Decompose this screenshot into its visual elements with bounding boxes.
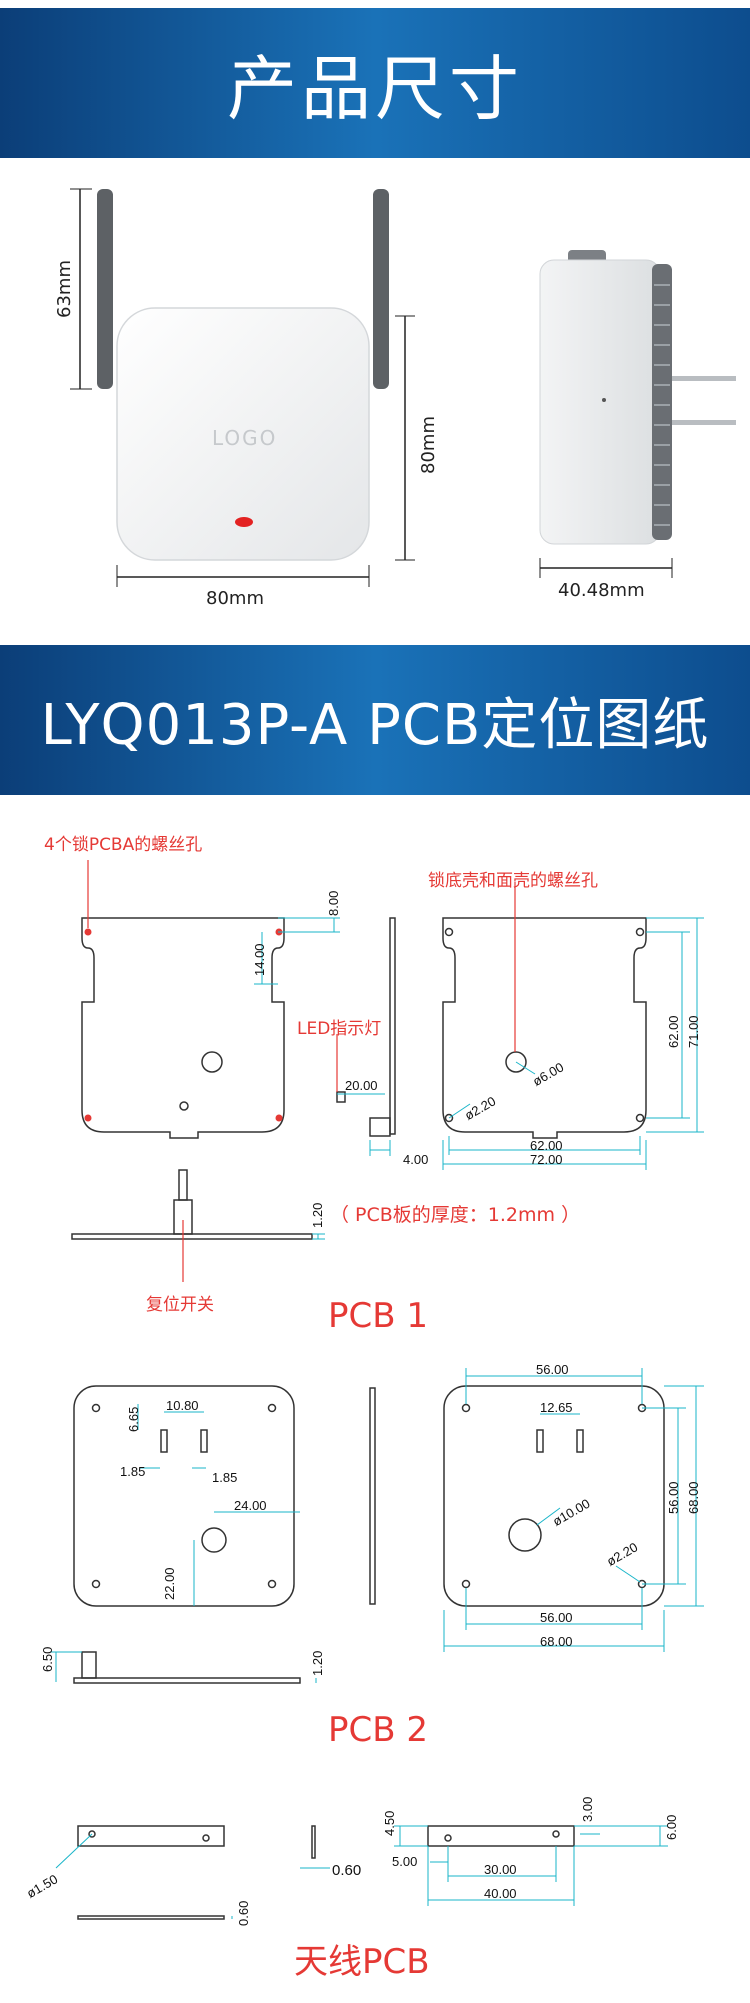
pcb2-side-profile bbox=[369, 1387, 376, 1605]
router-side-back bbox=[652, 264, 672, 540]
section-title-pcb: LYQ013P-A PCB定位图纸 bbox=[40, 692, 710, 758]
logo-text: LOGO bbox=[212, 426, 278, 450]
note-led-indicator: LED指示灯 bbox=[297, 1019, 382, 1039]
dim-40-00: 40.00 bbox=[484, 1886, 517, 1901]
dim-0-60-a: 0.60 bbox=[236, 1900, 251, 1926]
dim-6-00: 6.00 bbox=[664, 1814, 679, 1840]
antenna-pcb-edge-a bbox=[77, 1915, 225, 1920]
dim-5-00: 5.00 bbox=[392, 1854, 418, 1869]
pcb1-side-profile bbox=[389, 917, 396, 1135]
section-banner-dimensions: 产品尺寸 bbox=[0, 8, 750, 158]
antenna-right bbox=[373, 189, 389, 389]
pcb1-title: PCB 1 bbox=[328, 1296, 429, 1336]
dim-1-85-b: 1.85 bbox=[212, 1470, 238, 1485]
plug-pin-top bbox=[672, 376, 736, 381]
note-shell-screw-holes: 锁底壳和面壳的螺丝孔 bbox=[428, 871, 598, 891]
dim-72: 72.00 bbox=[530, 1152, 563, 1167]
dim-56-bottom: 56.00 bbox=[540, 1610, 573, 1625]
dim-12-65: 12.65 bbox=[540, 1400, 573, 1415]
note-pcba-screw-holes: 4个锁PCBA的螺丝孔 bbox=[44, 835, 203, 855]
dim-depth-label: 40.48mm bbox=[558, 580, 645, 601]
pcb2-title: PCB 2 bbox=[328, 1710, 429, 1750]
dim-62-h: 62.00 bbox=[530, 1138, 563, 1153]
pcb2-edge-view bbox=[73, 1677, 301, 1684]
dim-30-00: 30.00 bbox=[484, 1862, 517, 1877]
note-reset-switch: 复位开关 bbox=[146, 1295, 214, 1315]
pcb2-front-board bbox=[73, 1385, 295, 1607]
antenna-pcb-title: 天线PCB bbox=[294, 1942, 430, 1982]
dim-3-00: 3.00 bbox=[580, 1796, 595, 1822]
pcb1-back-board bbox=[442, 917, 647, 1139]
dim-4-50: 4.50 bbox=[382, 1810, 397, 1836]
dim-24: 24.00 bbox=[234, 1498, 267, 1513]
antenna-pcb-board-b bbox=[427, 1825, 575, 1847]
dim-4: 4.00 bbox=[403, 1152, 429, 1167]
section-banner-pcb: LYQ013P-A PCB定位图纸 bbox=[0, 645, 750, 795]
dim-10-80: 10.80 bbox=[166, 1398, 199, 1413]
dim-0-60-b: 0.60 bbox=[332, 1862, 362, 1879]
antenna-left bbox=[97, 189, 113, 389]
dim-1-85-a: 1.85 bbox=[120, 1464, 146, 1479]
pcb2-back-board bbox=[443, 1385, 665, 1607]
dim-width-label: 80mm bbox=[206, 588, 264, 609]
antenna-pcb-board-a bbox=[77, 1825, 225, 1847]
plug-pin-bottom bbox=[672, 420, 736, 425]
dim-68-bottom: 68.00 bbox=[540, 1634, 573, 1649]
antenna-pcb-thin-side bbox=[311, 1825, 316, 1859]
dim-20: 20.00 bbox=[345, 1078, 378, 1093]
router-front-body bbox=[116, 307, 370, 561]
pcb1-front-board bbox=[81, 917, 285, 1139]
section-title-dimensions: 产品尺寸 bbox=[227, 47, 523, 130]
note-pcb-thickness: （ PCB板的厚度：1.2mm ） bbox=[330, 1204, 581, 1226]
led-indicator bbox=[235, 517, 253, 527]
dim-56-top: 56.00 bbox=[536, 1362, 569, 1377]
